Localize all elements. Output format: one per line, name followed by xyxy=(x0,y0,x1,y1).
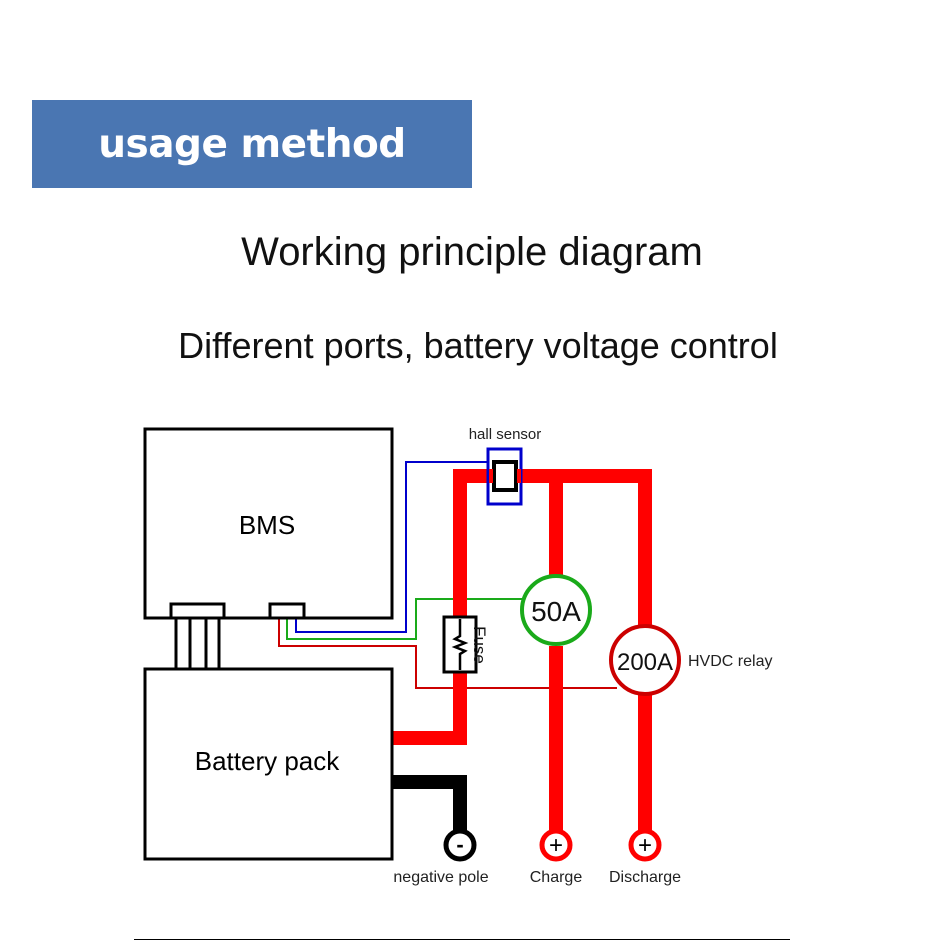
bms-power-connector xyxy=(169,602,226,620)
hvdc-relay-label: HVDC relay xyxy=(688,653,772,670)
negative-terminal-ring xyxy=(443,828,477,862)
negative-terminal: - xyxy=(443,828,477,862)
banner-label: usage method xyxy=(98,121,406,167)
diagram-subtitle: Different ports, battery voltage control xyxy=(178,325,778,366)
plus-icon: + xyxy=(549,832,563,859)
bottom-divider xyxy=(134,939,790,940)
discharge-relay xyxy=(609,624,681,696)
hall-sensor-label: hall sensor xyxy=(469,426,542,443)
balance-wire-bundle xyxy=(174,616,221,671)
discharge-relay-rating: 200A xyxy=(617,649,673,676)
charge-terminal: + xyxy=(539,828,573,862)
bms-box xyxy=(143,427,394,620)
fuse-label: Fuse xyxy=(470,626,489,664)
hall-sensor-core xyxy=(492,460,518,492)
positive-bus xyxy=(393,469,652,745)
fuse-element-icon xyxy=(451,619,469,670)
minus-icon: - xyxy=(456,832,463,857)
battery-pack-box xyxy=(143,667,394,861)
diagram-title: Working principle diagram xyxy=(241,230,703,274)
battery-pack-label: Battery pack xyxy=(195,746,341,776)
charge-relay-control-wire xyxy=(286,598,525,640)
discharge-label: Discharge xyxy=(609,869,681,886)
plus-icon: + xyxy=(638,832,652,859)
bms-label: BMS xyxy=(239,510,295,540)
negative-line xyxy=(393,775,467,833)
charge-relay xyxy=(520,574,592,646)
hall-signal-wire xyxy=(295,461,489,633)
usage-method-banner: usage method xyxy=(32,100,472,188)
discharge-relay-control-wire xyxy=(278,615,617,689)
bms-signal-connector xyxy=(268,602,306,620)
charge-label: Charge xyxy=(530,869,583,886)
discharge-terminal: + xyxy=(628,828,662,862)
charge-terminal-ring xyxy=(539,828,573,862)
negative-pole-label: negative pole xyxy=(393,869,488,886)
charge-relay-rating: 50A xyxy=(531,596,581,627)
discharge-terminal-ring xyxy=(628,828,662,862)
